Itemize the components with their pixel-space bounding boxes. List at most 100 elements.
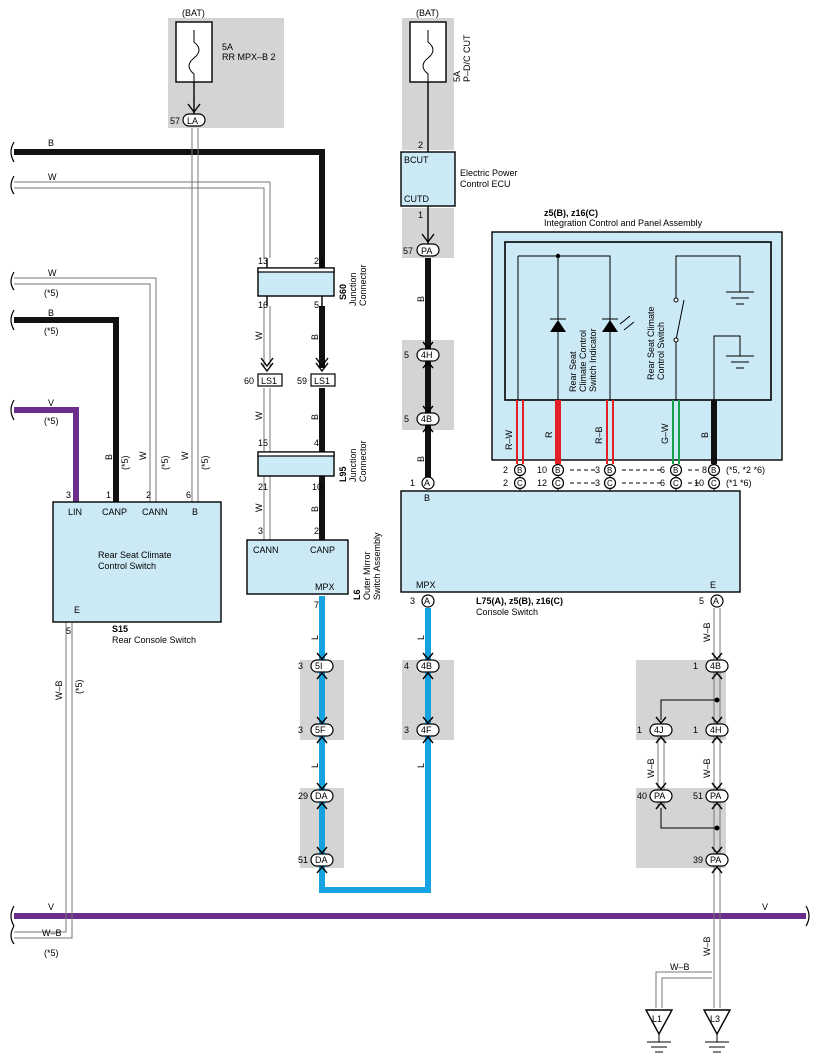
connector-da-bottom-num: 51	[298, 855, 308, 865]
mirror-pin-cann: CANN	[253, 545, 279, 555]
rowc-connector-5	[707, 476, 721, 490]
fuse-right-amp: 5A	[452, 71, 462, 82]
label-w-rear-2: W	[180, 451, 190, 460]
wire-v-rear-lin	[14, 407, 79, 502]
wire-b-main	[14, 149, 325, 296]
integration-title: z5(B), z16(C)	[544, 208, 598, 218]
s60-pin-13: 13	[258, 256, 268, 266]
fuse-right-icon	[422, 30, 434, 82]
rowc-connector-3-label: C	[607, 479, 613, 488]
connector-4f-label: 4F	[421, 725, 432, 735]
connector-pa-left-arrow-icon	[655, 782, 667, 810]
rear-pin-canp: CANP	[102, 507, 127, 517]
panel-wire-b: B	[700, 432, 710, 438]
connector-pa-num: 57	[403, 246, 413, 256]
row-c-num-2: 12	[537, 478, 547, 488]
label-b-s60: B	[310, 334, 320, 340]
connector-4h-ground-num: 1	[693, 725, 698, 735]
l95-desc-1: Junction	[348, 448, 358, 482]
l95-pin-4: 4	[314, 438, 319, 448]
connector-da-bottom-arrow-icon	[316, 846, 328, 874]
label-b-rear: B	[104, 454, 114, 460]
ecu-pin-bottom: CUTD	[404, 194, 429, 204]
ground-bridge-top	[660, 699, 717, 720]
connector-da-top-label: DA	[315, 791, 328, 801]
mirror-desc-2: Switch Assembly	[372, 532, 382, 600]
connector-4b-ground-num: 1	[693, 661, 698, 671]
connector-da-bottom-label: DA	[315, 855, 328, 865]
label-l-3: L	[416, 635, 426, 640]
panel-wire-rb: R–B	[594, 426, 604, 444]
ecu-pin-num: 1	[418, 210, 423, 220]
label-wb-gnd-r: W–B	[702, 758, 712, 778]
switch-label-2: Control Switch	[656, 322, 666, 380]
indicator-led-icon	[602, 320, 618, 332]
fuse-left-amp: 5A	[222, 42, 233, 52]
indicator-label-3: Switch Indicator	[588, 328, 598, 392]
ecu-box	[400, 151, 456, 207]
rear-num-b: 6	[186, 490, 191, 500]
connector-pa-right-arrow-icon	[711, 782, 723, 810]
s60-desc-2: Connector	[358, 264, 368, 306]
label-wb-gnd-bottom: W–B	[702, 936, 712, 956]
label-b-mid: B	[48, 308, 54, 318]
console-switch-box	[400, 490, 741, 593]
label-b-console: B	[416, 456, 426, 462]
indicator-label-1: Rear Seat	[568, 351, 578, 392]
fuse-left-icon	[188, 30, 200, 82]
label-star5-5: (*5)	[160, 455, 170, 470]
wire-l-mpx	[319, 596, 431, 893]
junction-s60-box	[257, 267, 335, 297]
label-b-top: B	[48, 138, 54, 148]
wire-labels: B W W (*5) B (*5) V (*5) B (*5) W (*5) W…	[42, 138, 768, 972]
connector-5i-num: 3	[298, 661, 303, 671]
connector-4f-arrow-icon	[422, 716, 434, 744]
console-pin-e: E	[710, 580, 716, 590]
arrow-ls1-right-icon	[315, 357, 329, 373]
connector-pa-left-num: 40	[637, 791, 647, 801]
rear-code: S15	[112, 624, 128, 634]
connector-pa	[416, 243, 440, 257]
label-w-rear-1: W	[138, 451, 148, 460]
rear-num-canp: 1	[106, 490, 111, 500]
row-b-num-1: 2	[503, 465, 508, 475]
ground-l1	[644, 1009, 674, 1053]
label-wb-console: W–B	[702, 622, 712, 642]
indicator-diode-icon	[550, 320, 566, 332]
integration-panel-box	[491, 231, 783, 461]
connector-4h-ground-arrow-icon	[711, 716, 723, 744]
rowb-connector-3-label: B	[607, 466, 612, 475]
rowb-connector-2-label: B	[555, 466, 560, 475]
row-b-num-4: 6	[660, 465, 665, 475]
connector-5f-num: 3	[298, 725, 303, 735]
s60-desc-1: Junction	[348, 272, 358, 306]
rowb-connector-1	[513, 463, 527, 477]
rowb-connector-3	[603, 463, 617, 477]
label-b-ls1: B	[310, 414, 320, 420]
label-l-1: L	[310, 635, 320, 640]
console-pin-mpx: MPX	[416, 580, 436, 590]
s60-pin-5: 5	[314, 300, 319, 310]
console-conn-mpx: A	[424, 596, 430, 606]
label-v-bottom-left: V	[48, 902, 54, 912]
rowc-connector-5-label: C	[711, 479, 717, 488]
label-star5-7: (*5)	[74, 679, 84, 694]
ecu-label-2: Control ECU	[460, 179, 511, 189]
connector-pa-bottom-arrow-icon	[711, 846, 723, 874]
row-c-num-4: 6	[660, 478, 665, 488]
connector-ls1-left-label: LS1	[261, 376, 277, 386]
label-l-2: L	[310, 763, 320, 768]
fuse-right-name: P–D/C CUT	[462, 34, 472, 82]
switch-label-1: Rear Seat Climate	[646, 306, 656, 380]
label-star5-1: (*5)	[44, 288, 59, 298]
bat-label-left: (BAT)	[182, 8, 205, 18]
rear-num-cann: 2	[146, 490, 151, 500]
connector-4b-mid-label: 4B	[421, 661, 432, 671]
rowb-connector-2	[551, 463, 565, 477]
label-v-bottom-right: V	[762, 902, 768, 912]
arrow-la-icon	[187, 103, 201, 114]
mirror-num-mpx: 7	[314, 600, 319, 610]
connector-4j-arrow-icon	[655, 716, 667, 744]
mirror-num-cann: 3	[258, 526, 263, 536]
